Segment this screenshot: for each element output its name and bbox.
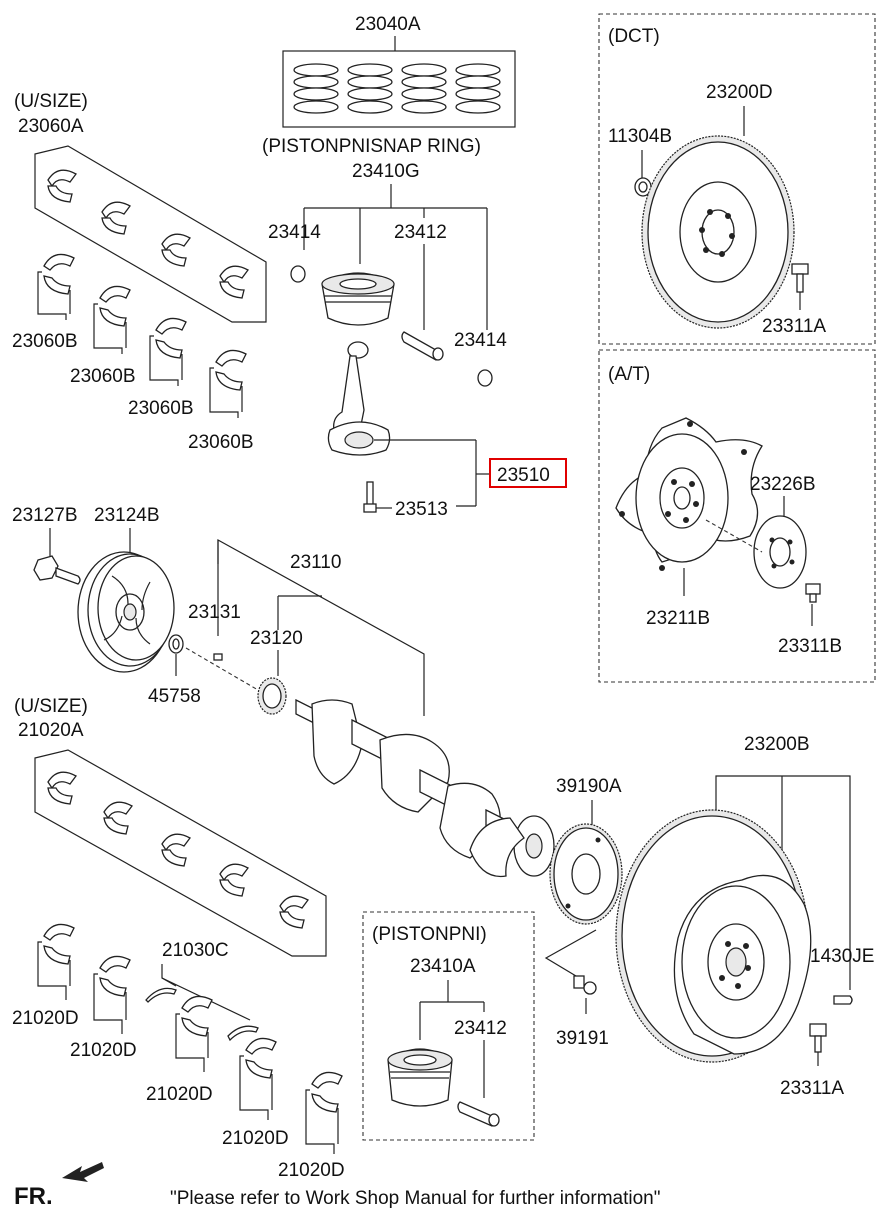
pistonpin-group-box — [362, 911, 535, 1141]
drive-plate-at[interactable] — [615, 417, 763, 571]
ring-gear-plate-39190A[interactable] — [549, 823, 623, 925]
label-23513: 23513 — [395, 499, 448, 520]
connecting-rod[interactable] — [327, 341, 391, 456]
label-45758: 45758 — [148, 686, 201, 707]
highlight-box-23510 — [489, 458, 567, 488]
at-group-box — [598, 349, 876, 683]
label-usize-upper: (U/SIZE) — [14, 91, 88, 112]
label-23410G: 23410G — [352, 161, 420, 182]
label-21020D-1: 21020D — [12, 1008, 79, 1029]
key-23131[interactable] — [213, 653, 223, 661]
label-39191: 39191 — [556, 1028, 609, 1049]
dct-group-box — [598, 13, 876, 345]
label-dct: (DCT) — [608, 26, 660, 47]
label-23200B: 23200B — [744, 734, 810, 755]
crankshaft-pulley[interactable] — [77, 551, 175, 673]
label-23311B: 23311B — [778, 636, 842, 657]
label-11304B: 11304B — [608, 126, 672, 147]
label-23060B-4: 23060B — [188, 432, 254, 453]
label-21020D-2: 21020D — [70, 1040, 137, 1061]
key-45758[interactable] — [168, 634, 184, 654]
label-23226B: 23226B — [750, 474, 816, 495]
label-21020D-5: 21020D — [278, 1160, 345, 1181]
label-23211B: 23211B — [646, 608, 710, 629]
label-1430JE: 1430JE — [810, 946, 874, 967]
bolt-23311A-dct[interactable] — [791, 263, 809, 293]
label-usize-lower: (U/SIZE) — [14, 696, 88, 717]
label-23410A: 23410A — [410, 956, 476, 977]
dowel-pin-1430JE[interactable] — [833, 995, 853, 1005]
label-pistonpin-snap-ring: (PISTONPNISNAP RING) — [262, 136, 481, 157]
footer-note: "Please refer to Work Shop Manual for fu… — [170, 1188, 660, 1209]
piston[interactable] — [290, 265, 395, 326]
label-39190A: 39190A — [556, 776, 622, 797]
label-23412-box: 23412 — [454, 1018, 507, 1039]
front-direction-label: FR. — [14, 1183, 53, 1210]
label-23060B-3: 23060B — [128, 398, 194, 419]
label-23060B-2: 23060B — [70, 366, 136, 387]
label-23200D: 23200D — [706, 82, 773, 103]
connecting-rod-bolt[interactable] — [363, 481, 377, 513]
label-pistonpin: (PISTONPNI) — [372, 924, 487, 945]
flywheel-manual[interactable] — [615, 809, 812, 1063]
label-23127B: 23127B — [12, 505, 78, 526]
crankshaft-sprocket[interactable] — [257, 677, 287, 715]
bolt-23311A-manual[interactable] — [809, 1023, 827, 1053]
label-23414-right: 23414 — [454, 330, 507, 351]
thrust-washer-21030C[interactable] — [145, 987, 259, 1042]
label-23110: 23110 — [290, 552, 341, 573]
crankshaft[interactable] — [295, 698, 555, 878]
label-23412-top: 23412 — [394, 222, 447, 243]
label-23120: 23120 — [250, 628, 303, 649]
flywheel-dct[interactable] — [641, 135, 795, 329]
front-arrow-icon — [62, 1162, 104, 1182]
label-23060A: 23060A — [18, 116, 84, 137]
pulley-bolt[interactable] — [33, 555, 81, 585]
label-21020D-3: 21020D — [146, 1084, 213, 1105]
piston-ring-set[interactable] — [282, 50, 516, 128]
bearing-shell-21020D-group[interactable] — [43, 923, 343, 1113]
label-23510[interactable]: 23510 — [497, 465, 550, 486]
label-23124B: 23124B — [94, 505, 160, 526]
piston-pin[interactable] — [401, 331, 493, 387]
label-21020D-4: 21020D — [222, 1128, 289, 1149]
label-21030C: 21030C — [162, 940, 229, 961]
label-23040A: 23040A — [355, 14, 421, 35]
label-21020A: 21020A — [18, 720, 84, 741]
label-23131: 23131 — [188, 602, 241, 623]
adapter-plate-23226B[interactable] — [753, 515, 807, 589]
piston-assy-23410A[interactable] — [387, 1048, 500, 1127]
label-23060B-1: 23060B — [12, 331, 78, 352]
main-bearing-set-lower[interactable] — [34, 749, 327, 957]
bolt-23311B[interactable] — [805, 583, 821, 603]
bolt-39191[interactable] — [573, 975, 597, 995]
label-23311A-dct: 23311A — [762, 316, 826, 337]
label-23414-left: 23414 — [268, 222, 321, 243]
main-bearing-set-upper[interactable] — [34, 145, 267, 323]
label-at: (A/T) — [608, 364, 650, 385]
bearing-shell-23060B-group[interactable] — [43, 253, 247, 391]
label-23311A-manual: 23311A — [780, 1078, 844, 1099]
